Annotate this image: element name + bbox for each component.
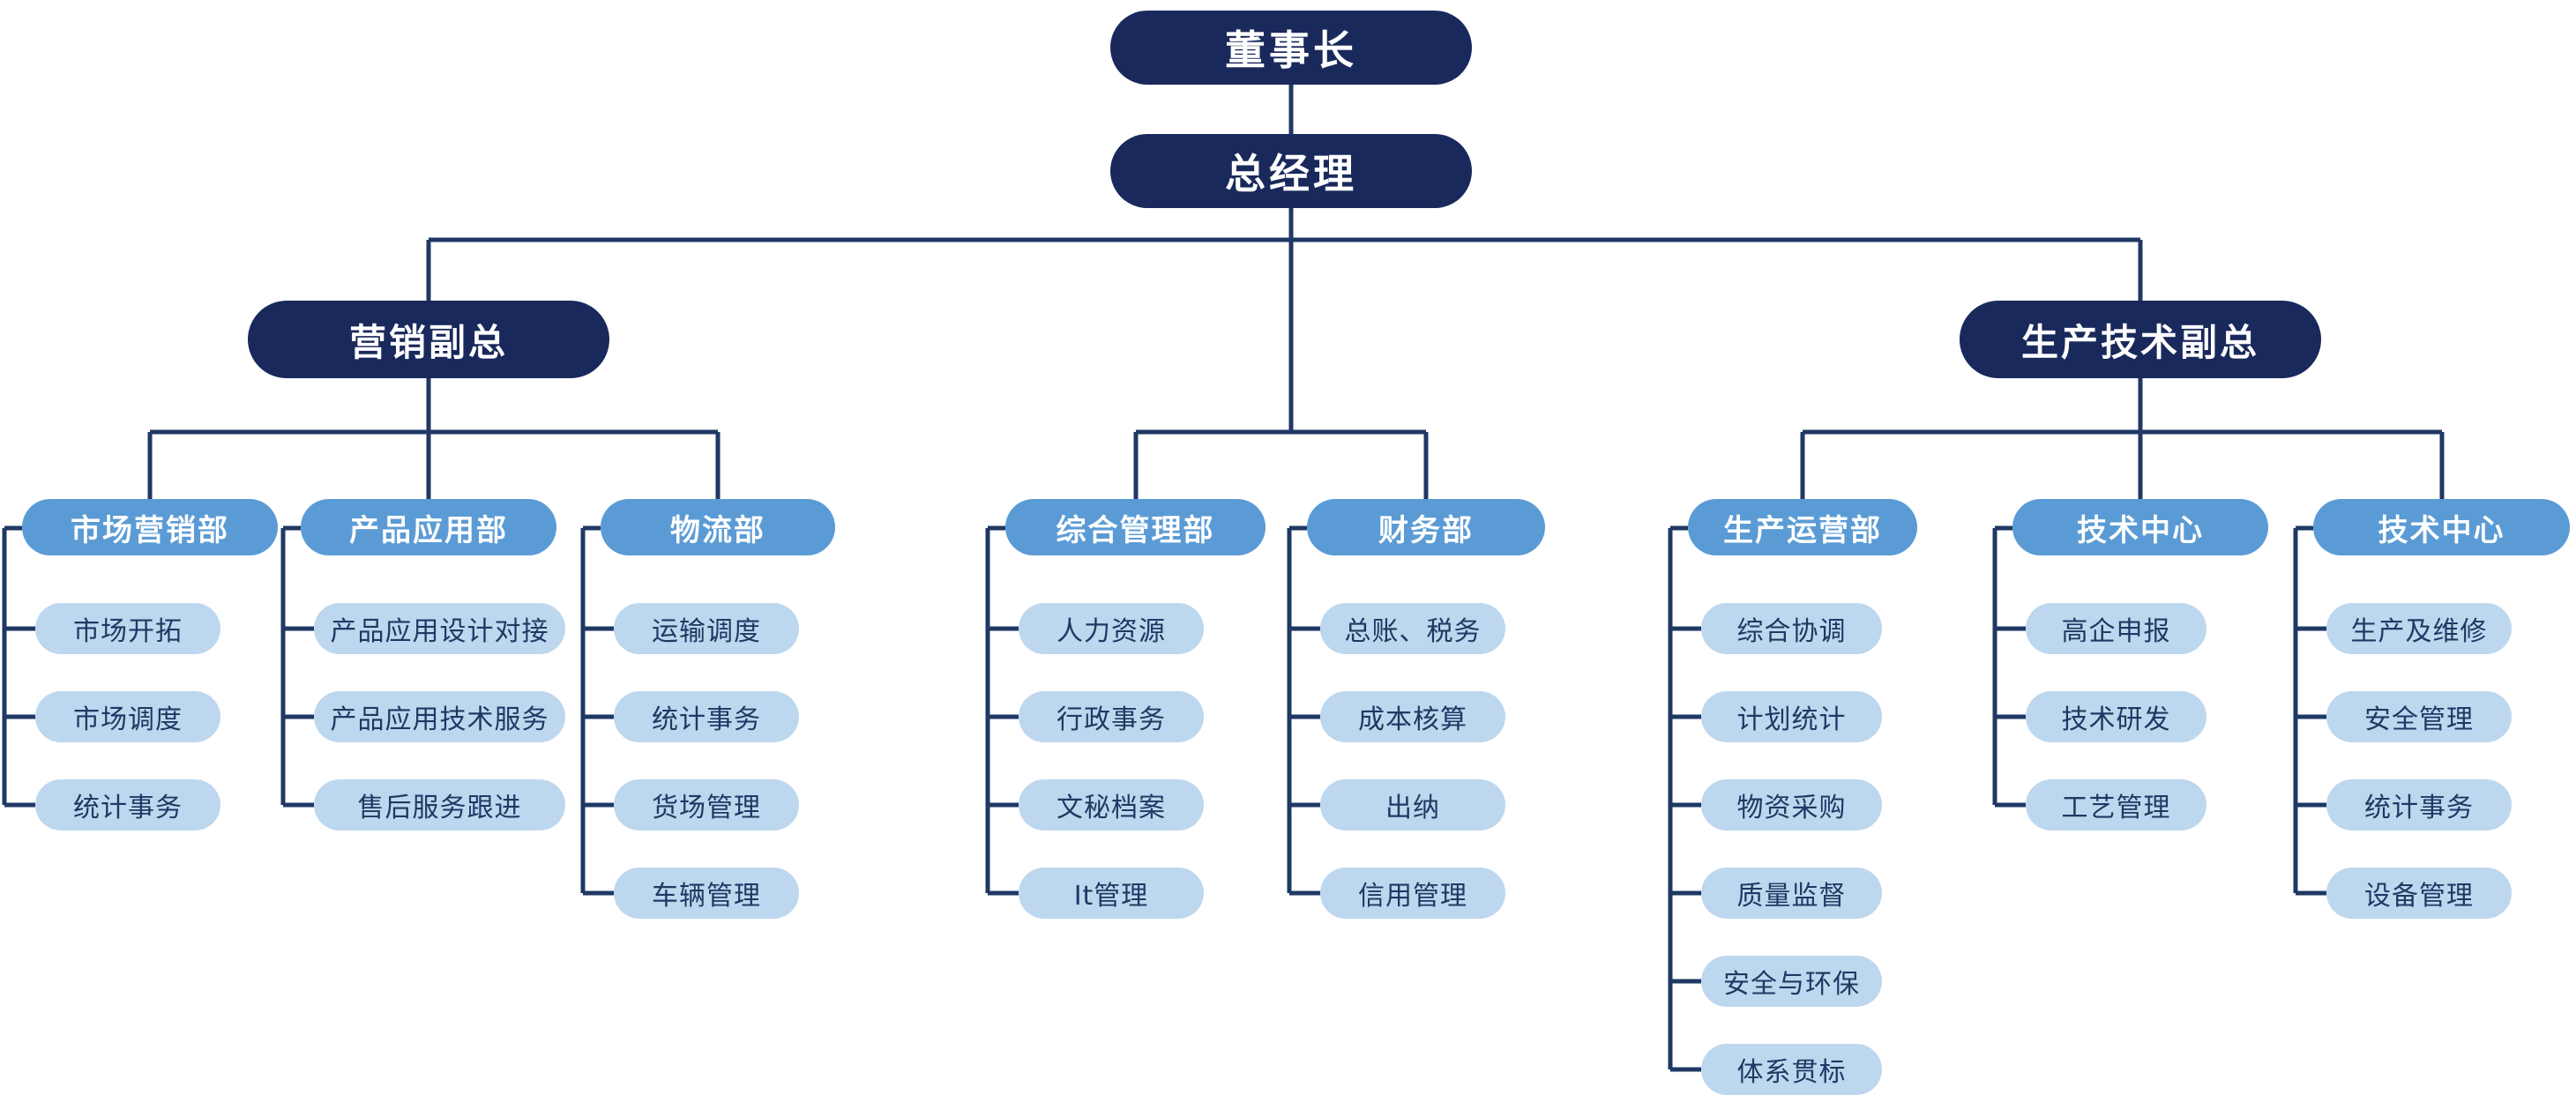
item-node: 人力资源 bbox=[1019, 603, 1204, 654]
node-general-manager: 总经理 bbox=[1110, 134, 1472, 208]
connector-col-2 bbox=[580, 525, 614, 896]
item-node: 出纳 bbox=[1320, 779, 1505, 831]
connector-col-3 bbox=[985, 525, 1019, 896]
connector-col-1 bbox=[280, 525, 314, 808]
connector-col-6 bbox=[1992, 525, 2026, 808]
connector-col-0 bbox=[2, 525, 35, 808]
item-node: 统计事务 bbox=[2326, 779, 2512, 831]
item-node: 货场管理 bbox=[614, 779, 799, 831]
connector-main bbox=[147, 85, 2445, 501]
item-node: 市场调度 bbox=[35, 691, 220, 742]
dept-marketing: 市场营销部 bbox=[22, 499, 278, 555]
node-chairman: 董事长 bbox=[1110, 11, 1472, 85]
dept-logistics: 物流部 bbox=[601, 499, 835, 555]
node-vp-marketing: 营销副总 bbox=[248, 301, 609, 378]
dept-product-application: 产品应用部 bbox=[301, 499, 556, 555]
item-node: 市场开拓 bbox=[35, 603, 220, 654]
item-node: 体系贯标 bbox=[1701, 1044, 1882, 1095]
item-node: 综合协调 bbox=[1701, 603, 1882, 654]
connector-col-4 bbox=[1287, 525, 1320, 896]
item-node: It管理 bbox=[1019, 868, 1204, 919]
node-vp-production: 生产技术副总 bbox=[1960, 301, 2321, 378]
dept-general-management: 综合管理部 bbox=[1005, 499, 1266, 555]
item-node: 车辆管理 bbox=[614, 868, 799, 919]
dept-tech-center-1: 技术中心 bbox=[2012, 499, 2268, 555]
item-node: 运输调度 bbox=[614, 603, 799, 654]
item-node: 总账、税务 bbox=[1320, 603, 1505, 654]
item-node: 安全管理 bbox=[2326, 691, 2512, 742]
dept-finance: 财务部 bbox=[1307, 499, 1545, 555]
item-node: 计划统计 bbox=[1701, 691, 1882, 742]
item-node: 统计事务 bbox=[614, 691, 799, 742]
item-node: 物资采购 bbox=[1701, 779, 1882, 831]
item-node: 高企申报 bbox=[2026, 603, 2206, 654]
dept-tech-center-2: 技术中心 bbox=[2313, 499, 2570, 555]
item-node: 生产及维修 bbox=[2326, 603, 2512, 654]
item-node: 安全与环保 bbox=[1701, 956, 1882, 1007]
connector-col-5 bbox=[1668, 525, 1701, 1072]
item-node: 行政事务 bbox=[1019, 691, 1204, 742]
item-node: 质量监督 bbox=[1701, 868, 1882, 919]
item-node: 售后服务跟进 bbox=[314, 779, 565, 831]
item-node: 工艺管理 bbox=[2026, 779, 2206, 831]
item-node: 统计事务 bbox=[35, 779, 220, 831]
item-node: 技术研发 bbox=[2026, 691, 2206, 742]
item-node: 信用管理 bbox=[1320, 868, 1505, 919]
item-node: 成本核算 bbox=[1320, 691, 1505, 742]
item-node: 产品应用技术服务 bbox=[314, 691, 565, 742]
connector-col-7 bbox=[2293, 525, 2326, 896]
item-node: 产品应用设计对接 bbox=[314, 603, 565, 654]
item-node: 设备管理 bbox=[2326, 868, 2512, 919]
dept-production-ops: 生产运营部 bbox=[1688, 499, 1917, 555]
item-node: 文秘档案 bbox=[1019, 779, 1204, 831]
